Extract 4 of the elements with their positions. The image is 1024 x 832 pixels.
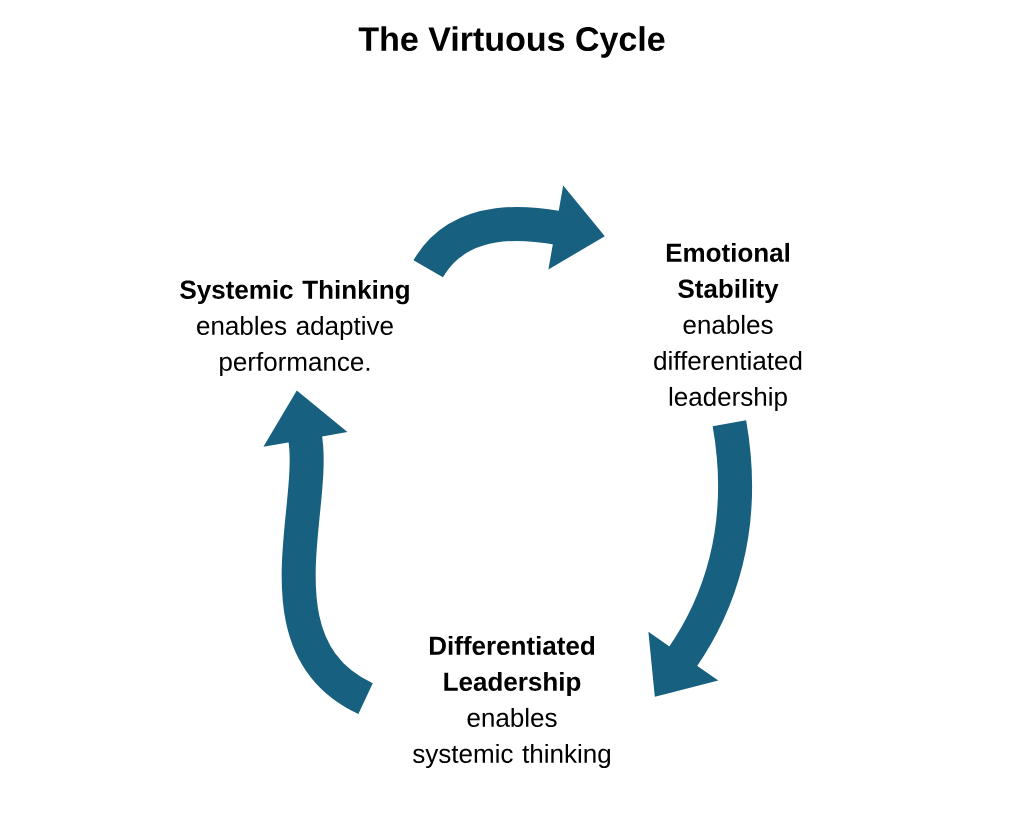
step-label: Differentiated Leadership enables systemic thinking <box>413 635 610 769</box>
step-label: Emotional Stability enables differentiated leadership <box>654 242 802 412</box>
step-label: Systemic Thinking enables adaptive performance. <box>180 279 409 377</box>
title: The Virtuous Cycle <box>358 26 665 58</box>
